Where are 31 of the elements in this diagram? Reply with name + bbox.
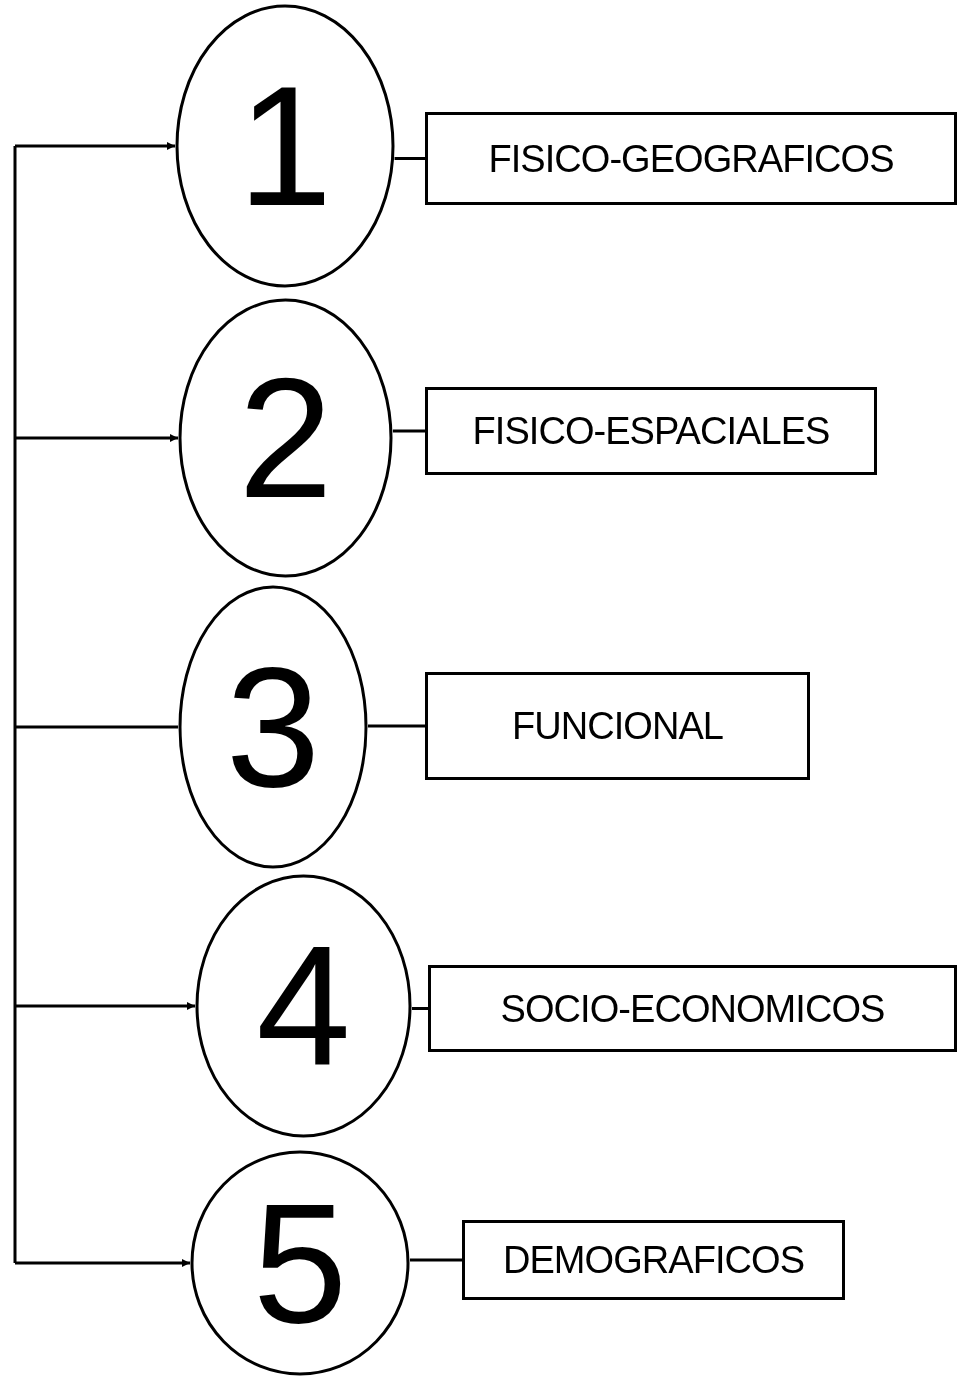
arrow: [15, 142, 175, 150]
number-label: 2: [238, 353, 333, 523]
number-ellipse: [195, 874, 412, 1138]
number-label: 4: [256, 921, 351, 1091]
category-box: [462, 1220, 845, 1300]
category-box: [425, 387, 877, 475]
number-ellipse: [178, 298, 393, 578]
number-label: 1: [237, 61, 333, 231]
category-label: SOCIO-ECONOMICOS: [500, 989, 885, 1028]
arrow: [15, 434, 178, 442]
category-label: FISICO-ESPACIALES: [472, 412, 830, 450]
trunk-line: [13, 146, 17, 1263]
category-label: DEMOGRAFICOS: [502, 1241, 805, 1279]
category-box: [428, 965, 957, 1052]
number-ellipse: [190, 1150, 410, 1376]
category-box: [425, 672, 810, 780]
connector-line: [15, 725, 178, 729]
category-label: FISICO-GEOGRAFICOS: [488, 139, 894, 178]
connector-line: [412, 1007, 428, 1010]
connector-line: [409, 1258, 462, 1262]
number-label: 5: [252, 1178, 348, 1348]
number-ellipse: [178, 585, 368, 869]
arrow: [15, 1002, 195, 1010]
number-label: 3: [225, 642, 321, 812]
number-ellipse: [175, 4, 395, 288]
connector-line: [394, 157, 425, 160]
category-label: FUNCIONAL: [512, 707, 723, 745]
connector-line: [392, 429, 425, 433]
arrow: [15, 1259, 190, 1267]
connector-line: [368, 724, 425, 728]
category-box: [425, 112, 957, 205]
